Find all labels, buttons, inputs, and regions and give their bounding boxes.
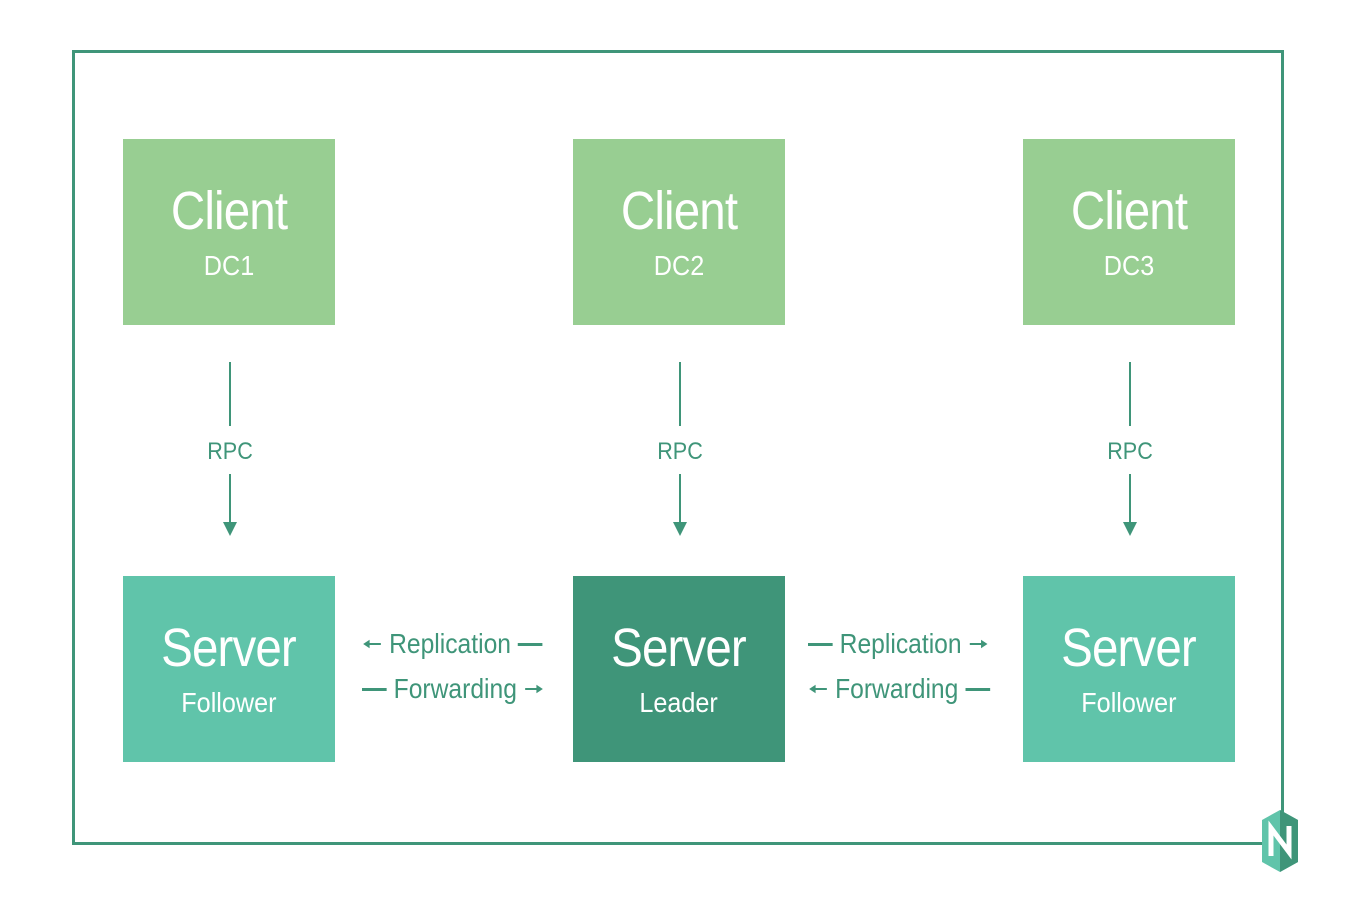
link-dash (518, 642, 543, 646)
server-role-label: Leader (639, 687, 719, 718)
replication-label: Replication (389, 628, 511, 659)
rpc-line (229, 474, 231, 524)
rpc-line (679, 362, 681, 426)
server-box-leader: Server Leader (573, 576, 785, 762)
server-title: Server (161, 618, 298, 678)
rpc-line (679, 474, 681, 524)
rpc-label: RPC (1107, 438, 1153, 465)
arrow-left-icon: 🠔 (808, 674, 829, 704)
rpc-label: RPC (207, 438, 253, 465)
diagram-frame (72, 50, 1284, 845)
client-dc-label: DC3 (1103, 250, 1155, 281)
client-box-dc3: Client DC3 (1023, 139, 1235, 325)
client-title: Client (620, 181, 738, 241)
server-box-follower-left: Server Follower (123, 576, 335, 762)
rpc-line (1129, 474, 1131, 524)
server-role-label: Follower (181, 687, 277, 718)
client-box-dc2: Client DC2 (573, 139, 785, 325)
right-forwarding-link: 🠔 Forwarding (808, 673, 997, 705)
server-title: Server (611, 618, 748, 678)
left-replication-link: 🠔 Replication (362, 628, 550, 660)
hexagon-n-logo-icon (1262, 810, 1298, 872)
rpc-arrow-dc2: RPC (657, 362, 703, 542)
link-dash (808, 642, 833, 646)
client-dc-label: DC1 (203, 250, 255, 281)
link-dash (965, 687, 991, 691)
client-box-dc1: Client DC1 (123, 139, 335, 325)
rpc-line (1129, 362, 1131, 426)
arrow-right-icon: 🠖 (523, 674, 545, 704)
server-title: Server (1061, 618, 1198, 678)
client-title: Client (170, 181, 288, 241)
link-dash (362, 687, 387, 691)
forwarding-label: Forwarding (393, 673, 517, 704)
replication-label: Replication (839, 628, 962, 659)
rpc-arrow-dc1: RPC (207, 362, 253, 542)
arrow-right-icon: 🠖 (968, 629, 989, 659)
right-replication-link: Replication 🠖 (808, 628, 989, 660)
arrow-down-icon (1123, 522, 1137, 536)
rpc-line (229, 362, 231, 426)
arrow-down-icon (223, 522, 237, 536)
rpc-arrow-dc3: RPC (1107, 362, 1153, 542)
arrow-down-icon (673, 522, 687, 536)
rpc-label: RPC (657, 438, 703, 465)
server-box-follower-right: Server Follower (1023, 576, 1235, 762)
forwarding-label: Forwarding (835, 673, 959, 704)
left-forwarding-link: Forwarding 🠖 (362, 673, 544, 705)
client-dc-label: DC2 (653, 250, 705, 281)
client-title: Client (1070, 181, 1188, 241)
server-role-label: Follower (1081, 687, 1177, 718)
arrow-left-icon: 🠔 (362, 629, 383, 659)
